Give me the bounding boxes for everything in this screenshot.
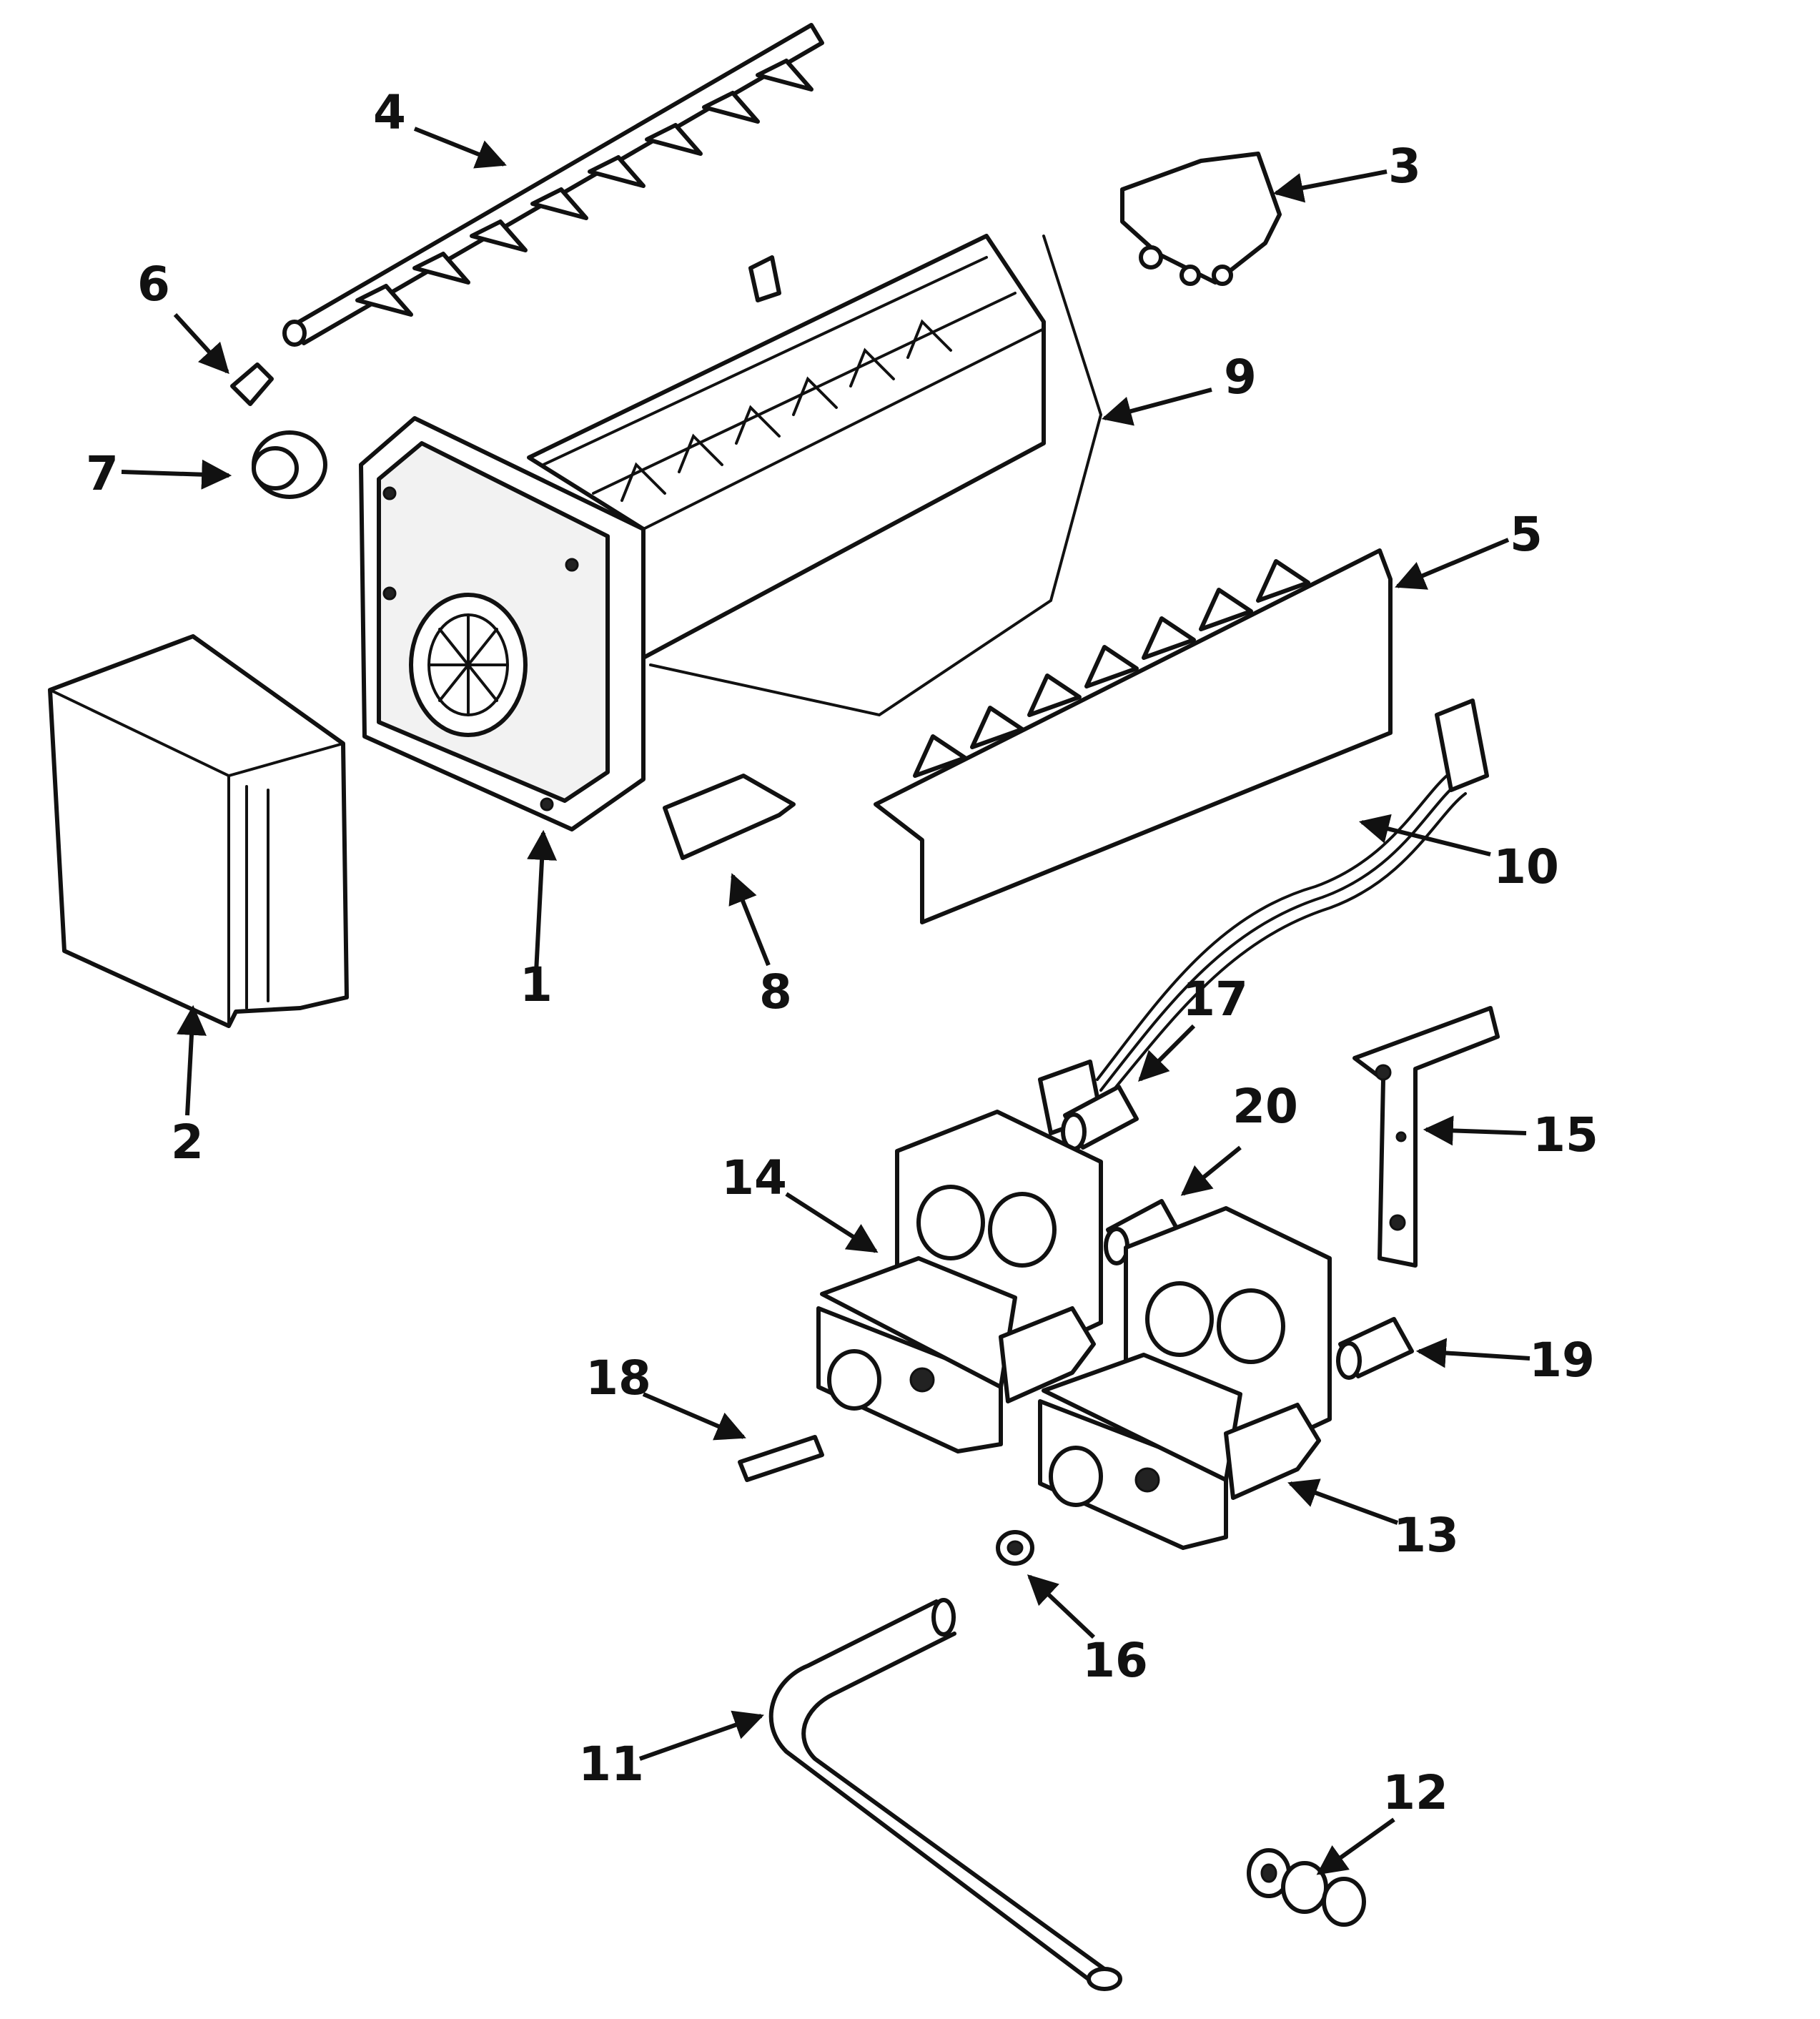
callout-6: 6 (137, 257, 170, 312)
callout-3: 3 (1388, 139, 1421, 194)
wire-harness-part (1038, 698, 1489, 1135)
callout-4: 4 (373, 85, 406, 140)
callout-15: 15 (1533, 1107, 1598, 1162)
callout-16: 16 (1082, 1633, 1148, 1688)
callout-20: 20 (1232, 1079, 1298, 1134)
callout-1: 1 (520, 957, 553, 1012)
clip-part (230, 362, 274, 406)
callout-8: 8 (759, 964, 792, 1020)
callout-7: 7 (86, 446, 119, 501)
ejector-blade-shaft-part (282, 23, 824, 347)
module-cover-part (48, 634, 349, 1028)
stripper-part (874, 548, 1393, 924)
callout-5: 5 (1510, 507, 1543, 562)
spacer-17-part (1061, 1085, 1139, 1151)
valve-bracket-part (1352, 1006, 1500, 1268)
fittings-part (1247, 1848, 1366, 1927)
ice-mold-tray-part (527, 234, 1103, 717)
pin-part (738, 1435, 824, 1482)
callout-9: 9 (1224, 350, 1257, 405)
callout-10: 10 (1493, 839, 1559, 894)
fill-tube-part (768, 1598, 1122, 1991)
bracket-part (663, 774, 796, 860)
callout-13: 13 (1393, 1508, 1459, 1563)
water-valve-13-part (1038, 1206, 1332, 1550)
callout-12: 12 (1383, 1765, 1448, 1820)
callout-14: 14 (721, 1150, 787, 1205)
water-valve-14-part (816, 1110, 1103, 1453)
spacer-19-part (1336, 1317, 1414, 1380)
control-module-part (359, 416, 646, 831)
callout-19: 19 (1529, 1333, 1595, 1388)
gear-knob-part (252, 430, 327, 499)
callout-18: 18 (585, 1351, 651, 1406)
callout-17: 17 (1182, 972, 1248, 1027)
callout-11: 11 (578, 1737, 644, 1792)
nut-part (996, 1530, 1034, 1566)
callout-labels: 1 2 3 4 5 6 7 8 9 10 11 12 13 14 15 16 1… (86, 85, 1598, 1820)
callout-leaders (121, 127, 1530, 1875)
shut-off-arm-part (1120, 152, 1282, 286)
callout-2: 2 (171, 1115, 204, 1170)
